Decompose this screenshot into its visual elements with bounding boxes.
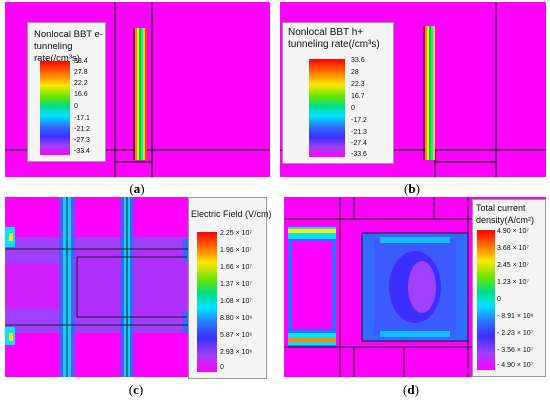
colorbar-tick: 33.6 xyxy=(351,57,365,64)
colorbar-tick: -27.4 xyxy=(351,140,367,147)
colorbar-tick: -17.1 xyxy=(74,115,90,122)
legend-title-line: Total current xyxy=(476,203,526,213)
caption-letter: b xyxy=(408,181,416,196)
caption-letter: c xyxy=(133,382,139,397)
caption-letter: a xyxy=(133,181,141,196)
colorbar-tick: 1.66 × 10⁷ xyxy=(220,264,252,271)
caption-c: (c) xyxy=(128,382,144,397)
colorbar-tick: 1.37 × 10⁷ xyxy=(220,281,252,288)
colorbar-tick: 1.96 × 10⁷ xyxy=(220,247,252,254)
legend-title: Nonlocal BBT h+ tunneling rate(/cm³s) xyxy=(288,27,380,51)
colorbar-tick: 16.7 xyxy=(351,93,365,100)
colorbar-tick: -17.2 xyxy=(351,117,367,124)
colorbar-tick: 2.25 × 10⁷ xyxy=(220,230,252,237)
legend-title-line: tunneling rate(/cm³s) xyxy=(288,39,380,50)
panel-a: Nonlocal BBT e- tunneling rate(/cm³s) 33… xyxy=(5,2,270,177)
colorbar-tick: -21.3 xyxy=(351,129,367,136)
caption-letter: d xyxy=(407,382,415,397)
colorbar-tick: 8.80 × 10⁶ xyxy=(220,315,253,322)
colorbar-tick: 4.90 × 10⁷ xyxy=(497,228,529,235)
legend-title-line: Nonlocal BBT e- xyxy=(34,29,103,40)
colorbar-tick: 3.68 × 10⁷ xyxy=(497,245,529,252)
colorbar xyxy=(477,230,495,370)
panel-b-legend: Nonlocal BBT h+ tunneling rate(/cm³s) 33… xyxy=(282,22,394,164)
colorbar-tick: 2.93 × 10⁶ xyxy=(220,349,253,356)
caption-b: (b) xyxy=(404,181,420,196)
legend-title: Nonlocal BBT e- tunneling rate(/cm³s) xyxy=(34,29,105,65)
colorbar-tick: 28 xyxy=(351,69,359,76)
panel-a-legend: Nonlocal BBT e- tunneling rate(/cm³s) 33… xyxy=(27,22,106,162)
panel-c-legend: Electric Field (V/cm) 2.25 × 10⁷ 1.96 × … xyxy=(188,197,272,379)
colorbar-tick: 1.08 × 10⁷ xyxy=(220,298,252,305)
colorbar xyxy=(309,59,345,157)
colorbar-tick: - 8.91 × 10⁶ xyxy=(497,313,534,320)
colorbar xyxy=(197,232,217,372)
colorbar-tick: 0 xyxy=(220,364,224,371)
legend-title-line: Nonlocal BBT h+ xyxy=(288,27,364,38)
panel-d: Total current density(A/cm²) 4.90 × 10⁷ … xyxy=(284,197,546,377)
colorbar-tick: 1.23 × 10⁷ xyxy=(497,279,529,286)
panel-d-legend: Total current density(A/cm²) 4.90 × 10⁷ … xyxy=(472,199,546,377)
colorbar xyxy=(40,61,70,155)
colorbar-tick: 0 xyxy=(351,105,355,112)
colorbar-tick: - 3.56 × 10⁷ xyxy=(497,347,534,354)
colorbar-tick: 27.8 xyxy=(74,69,88,76)
panel-b: Nonlocal BBT h+ tunneling rate(/cm³s) 33… xyxy=(280,2,546,177)
colorbar-tick: 22.2 xyxy=(74,80,88,87)
colorbar-tick: -33.4 xyxy=(74,148,90,155)
colorbar-tick: 2.45 × 10⁷ xyxy=(497,262,529,269)
legend-title-line: Electric Field (V/cm) xyxy=(191,209,272,219)
colorbar-tick: 33.4 xyxy=(74,58,88,65)
legend-title-line: density(A/cm²) xyxy=(476,215,535,225)
colorbar-tick: -27.3 xyxy=(74,137,90,144)
caption-a: (a) xyxy=(129,181,145,196)
colorbar-tick: - 4.90 × 10⁷ xyxy=(497,362,534,369)
colorbar-tick: 0 xyxy=(497,296,501,303)
colorbar-tick: -21.2 xyxy=(74,126,90,133)
legend-title: Electric Field (V/cm) xyxy=(191,208,272,220)
colorbar-tick: 0 xyxy=(74,103,78,110)
colorbar-tick: 5.87 × 10⁶ xyxy=(220,332,253,339)
colorbar-tick: 16.6 xyxy=(74,91,88,98)
legend-title: Total current density(A/cm²) xyxy=(476,202,534,226)
panel-c: Electric Field (V/cm) 2.25 × 10⁷ 1.96 × … xyxy=(5,197,272,379)
colorbar-tick: -33.6 xyxy=(351,151,367,158)
caption-d: (d) xyxy=(403,382,419,397)
colorbar-tick: - 2.23 × 10⁷ xyxy=(497,330,534,337)
legend-title-line: tunneling rate(/cm³s) xyxy=(34,41,80,64)
colorbar-tick: 22.3 xyxy=(351,81,365,88)
